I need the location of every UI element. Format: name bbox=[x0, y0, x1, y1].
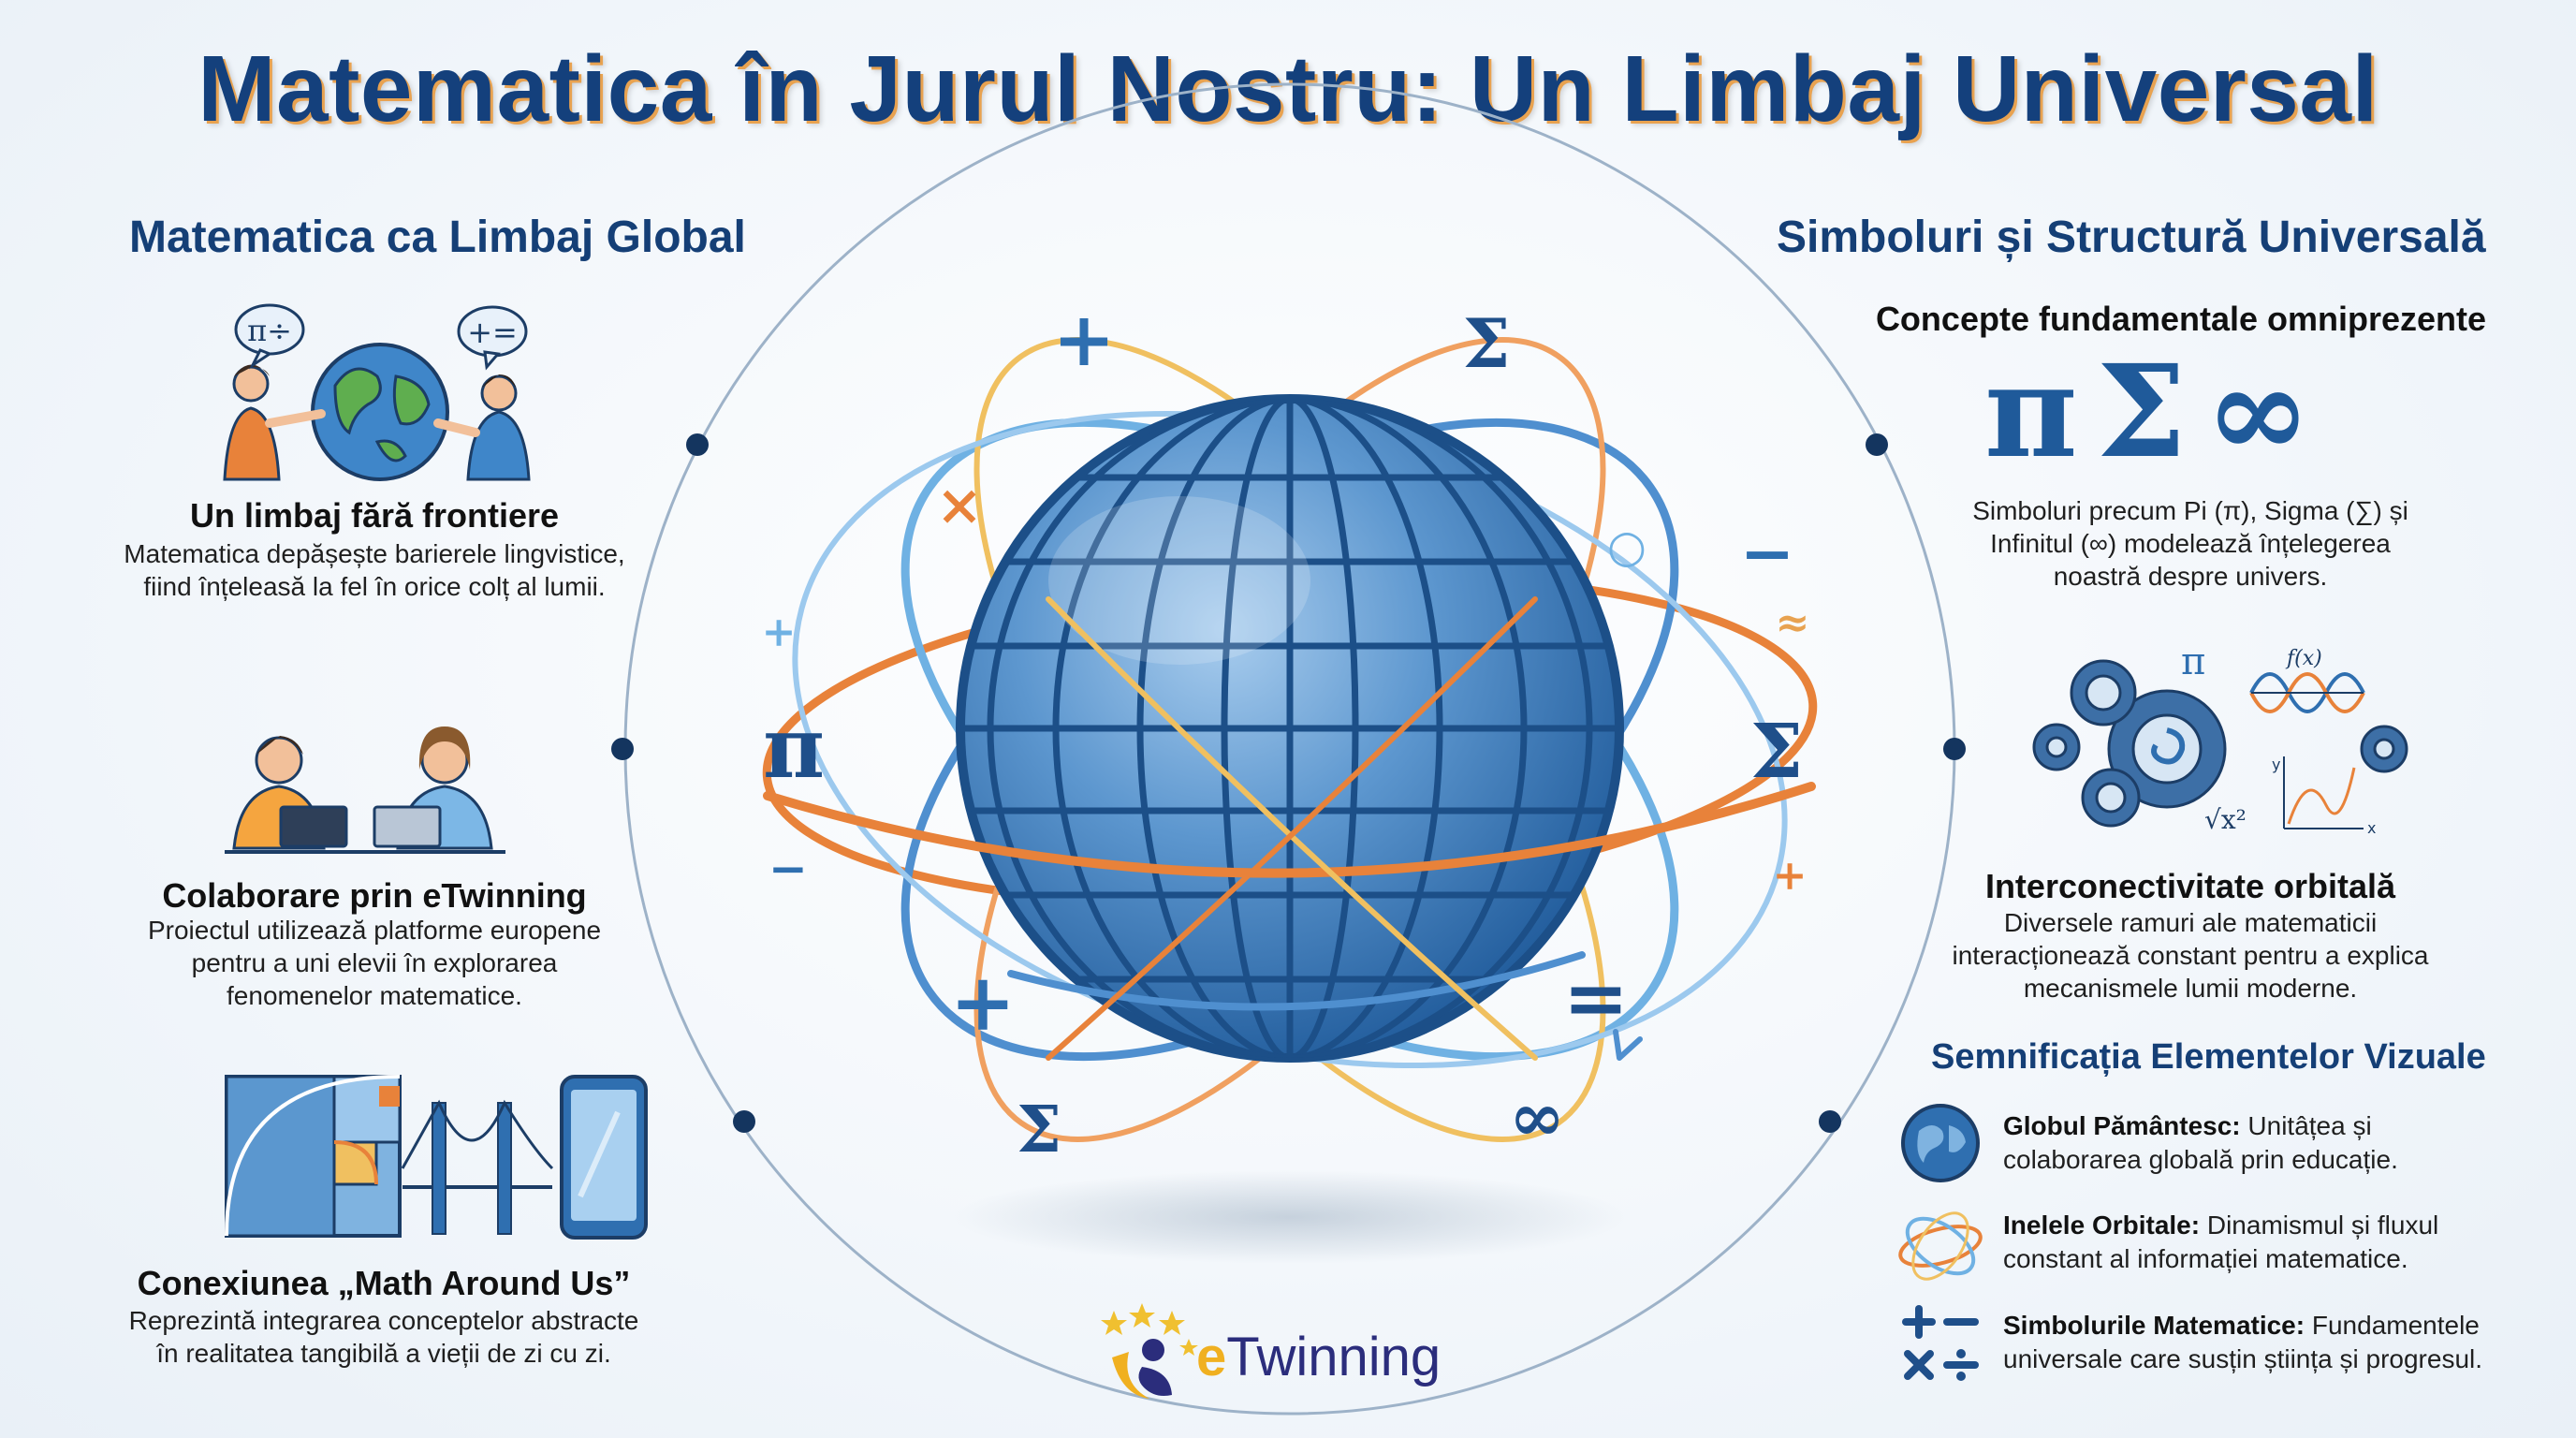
text-line: Proiectul utilizează platforme europene bbox=[147, 916, 602, 945]
right-section-title: Simboluri și Structură Universală bbox=[1777, 213, 2486, 262]
symbol-times: × bbox=[936, 473, 983, 538]
legend-line: Unitâțea și bbox=[2247, 1111, 2372, 1140]
block-title-frontiers: Un limbaj fără frontiere bbox=[189, 496, 560, 535]
sigma-symbol: Σ bbox=[2096, 337, 2187, 487]
orbital-title: Interconectivitate orbitală bbox=[1984, 867, 2396, 905]
symbol-plus-orange: + bbox=[1773, 852, 1808, 900]
legend-bold: Globul Pământesc: bbox=[2003, 1111, 2241, 1140]
globe-shadow bbox=[953, 1170, 1627, 1264]
math-symbols-legend-icon bbox=[1902, 1305, 1979, 1381]
graph-y-label: y bbox=[2272, 756, 2280, 773]
bubble-right-text: += bbox=[467, 315, 518, 350]
floating-symbols: + Σ × π − ○ ≈ Σ + − + = Σ ∞ + bbox=[762, 295, 1810, 1167]
infinity-symbol: ∞ bbox=[2204, 337, 2311, 487]
legend-line: Fundamentele bbox=[2311, 1311, 2480, 1340]
symbol-approx: ≈ bbox=[1776, 599, 1810, 647]
text-line: fiind înțeleasă la fel în orice colț al … bbox=[143, 572, 606, 601]
legend-item-symbols: Simbolurile Matematice: Fundamentele uni… bbox=[2003, 1309, 2574, 1376]
logo-twinning: Twinning bbox=[1226, 1327, 1442, 1387]
graph-x-label: x bbox=[2367, 819, 2376, 837]
visual-elements-title: Semnificația Elementelor Vizuale bbox=[1931, 1037, 2486, 1077]
gear-pi-label: π bbox=[2181, 640, 2205, 683]
legend-line: colaborarea globală prin educație. bbox=[2003, 1145, 2398, 1174]
block-text-frontiers: Matematica depășește barierele lingvisti… bbox=[75, 537, 674, 603]
legend-line: Dinamismul și fluxul bbox=[2206, 1211, 2439, 1240]
etwinning-logo: eTwinning bbox=[1095, 1301, 1488, 1404]
legend-line: constant al informației matematice. bbox=[2003, 1244, 2408, 1273]
frame-dot bbox=[1866, 433, 1888, 456]
block-text-etwinning: Proiectul utilizează platforme europene … bbox=[75, 914, 674, 1012]
text-line: noastră despre univers. bbox=[2053, 562, 2328, 591]
legend-item-globe: Globul Pământesc: Unitâțea și colaborare… bbox=[2003, 1109, 2565, 1177]
frame-dot bbox=[733, 1110, 755, 1133]
left-section-title: Matematica ca Limbaj Global bbox=[129, 213, 746, 262]
text-line: în realitatea tangibilă a vieții de zi c… bbox=[156, 1339, 611, 1368]
pi-symbol: π bbox=[1984, 337, 2078, 487]
concepts-text: Simboluri precum Pi (π), Sigma (∑) și In… bbox=[1910, 494, 2471, 593]
symbol-minus: − bbox=[1740, 514, 1795, 592]
legend-item-orbits: Inelele Orbitale: Dinamismul și fluxul c… bbox=[2003, 1209, 2565, 1276]
gear-fx-label: f(x) bbox=[2285, 647, 2322, 670]
text-line: interacționează constant pentru a explic… bbox=[1952, 941, 2429, 970]
orbit-legend-icon bbox=[1898, 1211, 1983, 1281]
frame-dot bbox=[1943, 738, 1966, 760]
concepts-title: Concepte fundamentale omniprezente bbox=[1875, 300, 2487, 338]
symbol-plus-bottom: + bbox=[950, 956, 1016, 1049]
text-line: fenomenelor matematice. bbox=[227, 981, 522, 1010]
legend-bold: Simbolurile Matematice: bbox=[2003, 1311, 2305, 1340]
symbol-sigma-bottom: Σ bbox=[1017, 1093, 1061, 1167]
logo-e: e bbox=[1196, 1327, 1227, 1387]
students-laptops-illustration bbox=[225, 726, 505, 854]
legend-bold: Inelele Orbitale: bbox=[2003, 1211, 2201, 1240]
frame-dot bbox=[686, 433, 709, 456]
orbital-rings-front bbox=[763, 596, 1816, 1061]
block-title-math-around-us: Conexiunea „Math Around Us” bbox=[137, 1264, 631, 1302]
symbol-plus-small: + bbox=[762, 609, 797, 656]
text-line: mecanismele lumii moderne. bbox=[2023, 974, 2358, 1003]
block-text-math-around-us: Reprezintă integrarea conceptelor abstra… bbox=[66, 1304, 702, 1370]
text-line: Diversele ramuri ale matematicii bbox=[2003, 908, 2378, 937]
symbol-plus: + bbox=[1052, 295, 1115, 383]
globe-legend-icon bbox=[1901, 1104, 1980, 1182]
people-globe-illustration: π÷ += bbox=[223, 303, 531, 481]
symbol-equals: = bbox=[1563, 951, 1629, 1044]
symbol-circle: ○ bbox=[1607, 521, 1647, 573]
text-line: Simboluri precum Pi (π), Sigma (∑) și bbox=[1972, 496, 2408, 525]
text-line: Reprezintă integrarea conceptelor abstra… bbox=[128, 1306, 639, 1335]
bubble-left-text: π÷ bbox=[247, 313, 292, 348]
page-title: Matematica în Jurul Nostru: Un Limbaj Un… bbox=[198, 37, 2378, 141]
block-title-etwinning: Colaborare prin eTwinning bbox=[162, 876, 587, 915]
frame-dot bbox=[1819, 1110, 1841, 1133]
text-line: pentru a uni elevii în explorarea bbox=[191, 948, 558, 977]
symbol-pi: π bbox=[763, 698, 825, 798]
symbol-sigma-right: Σ bbox=[1750, 707, 1804, 795]
gears-illustration: π f(x) √x² y x bbox=[2032, 640, 2408, 837]
big-symbols: π Σ ∞ bbox=[1984, 337, 2434, 487]
math-around-us-illustration bbox=[225, 1075, 648, 1240]
globe-grid bbox=[960, 399, 1619, 1058]
gear-sqrt-label: √x² bbox=[2204, 804, 2247, 835]
orbital-text: Diversele ramuri ale matematicii interac… bbox=[1881, 906, 2499, 1005]
symbol-sigma: Σ bbox=[1463, 303, 1511, 383]
symbol-infinity: ∞ bbox=[1509, 1077, 1565, 1156]
text-line: Infinitul (∞) modelează înțelegerea bbox=[1990, 529, 2391, 558]
legend-line: universale care susțin știința și progre… bbox=[2003, 1344, 2483, 1373]
text-line: Matematica depășește barierele lingvisti… bbox=[124, 539, 625, 568]
frame-dot bbox=[611, 738, 634, 760]
symbol-minus-left: − bbox=[768, 841, 808, 896]
